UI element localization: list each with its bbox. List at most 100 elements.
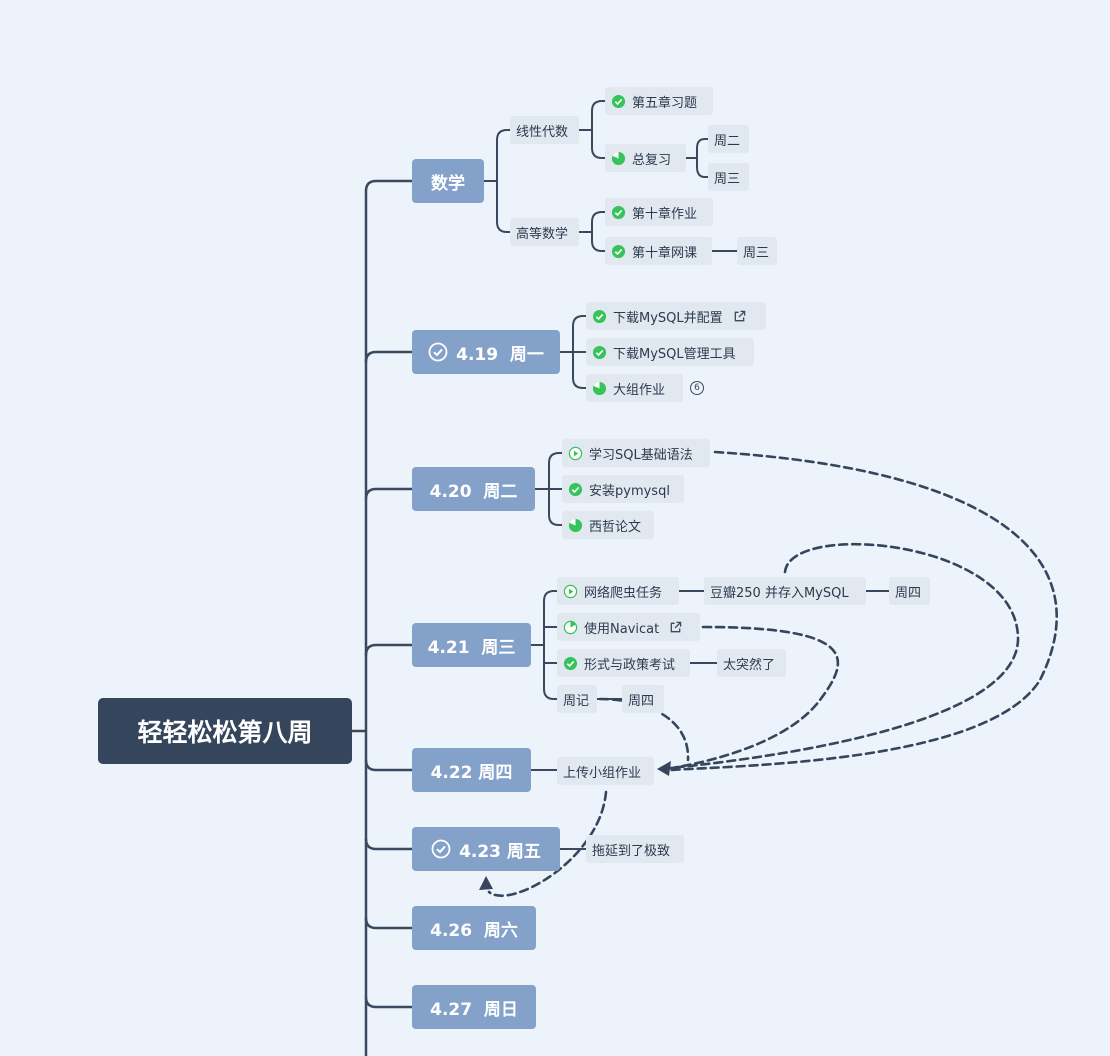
external-link-icon[interactable] xyxy=(669,621,682,634)
subtopic-navicat[interactable]: 使用Navicat xyxy=(557,613,700,641)
branch-fri xyxy=(364,837,414,851)
relation-douban-to-upload xyxy=(668,542,1020,770)
relation-weekly-to-upload xyxy=(598,697,690,762)
subtopic-so-sudden[interactable]: 太突然了 xyxy=(717,649,786,677)
branch-thu xyxy=(364,758,414,772)
subtopic-ch5-exercises[interactable]: 第五章习题 xyxy=(605,87,713,115)
subtopic-upload-group-homework[interactable]: 上传小组作业 xyxy=(557,757,654,785)
check-circle-icon xyxy=(611,205,626,220)
subtopic-procrastination[interactable]: 拖延到了极致 xyxy=(586,835,684,863)
topic-mon[interactable]: 4.19 周一 xyxy=(412,330,560,374)
subtopic-linear-algebra[interactable]: 线性代数 xyxy=(510,116,579,144)
relation-sql-to-upload xyxy=(668,450,1058,772)
subtopic-count-badge[interactable]: 6 xyxy=(690,381,704,395)
subtopic-label: 高等数学 xyxy=(516,226,569,242)
check-circle-icon xyxy=(568,482,583,497)
subtopic-label: 周记 xyxy=(563,693,590,709)
external-link-icon[interactable] xyxy=(733,310,746,323)
branch-mon xyxy=(364,350,414,364)
check-circle-icon xyxy=(563,656,578,671)
trunk-line xyxy=(349,179,414,1056)
branch-sat xyxy=(364,916,414,930)
subtopic-label: 形式与政策考试 xyxy=(584,657,676,673)
subtopic-label: 西哲论文 xyxy=(589,519,642,535)
subtopic-label: 大组作业 xyxy=(613,382,666,398)
branch-wed xyxy=(364,643,414,657)
check-circle-icon xyxy=(611,94,626,109)
subtopic-download-mysql[interactable]: 下载MySQL并配置 xyxy=(586,302,766,330)
subtopic-label: 周四 xyxy=(895,585,922,601)
topic-tue[interactable]: 4.20 周二 xyxy=(412,467,535,511)
topic-sat-label: 4.26 周六 xyxy=(430,920,518,941)
subtopic-label: 周二 xyxy=(714,133,741,149)
subtopic-philosophy-paper[interactable]: 西哲论文 xyxy=(562,511,654,539)
pie-progress-icon xyxy=(611,151,626,166)
subtopic-label: 周三 xyxy=(743,245,770,261)
subtopic-review[interactable]: 总复习 xyxy=(605,144,686,172)
check-circle-icon xyxy=(592,345,607,360)
subtopic-douban[interactable]: 豆瓣250 并存入MySQL xyxy=(704,577,866,605)
subtopic-weekly-journal[interactable]: 周记 xyxy=(557,685,597,713)
play-circle-icon xyxy=(563,584,578,599)
root-topic[interactable]: 轻轻松松第八周 xyxy=(98,698,352,764)
topic-fri[interactable]: 4.23 周五 xyxy=(412,827,560,871)
subtopic-label: 周三 xyxy=(714,171,741,187)
topic-wed-label: 4.21 周三 xyxy=(427,637,516,658)
topic-thu-label: 4.22 周四 xyxy=(430,762,513,783)
subtopic-label: 第十章作业 xyxy=(632,206,698,222)
subtopic-label: 线性代数 xyxy=(516,124,569,140)
subtopic-label: 下载MySQL并配置 xyxy=(613,310,723,326)
relation-navicat-to-upload xyxy=(670,625,840,770)
check-circle-outline-icon xyxy=(428,342,448,362)
arrowhead-fri xyxy=(479,876,493,890)
subtopic-label: 使用Navicat xyxy=(584,621,660,637)
subtopic-label: 上传小组作业 xyxy=(563,765,642,781)
subtopic-calc-wed[interactable]: 周三 xyxy=(737,237,777,265)
subtopic-ch10-online[interactable]: 第十章网课 xyxy=(605,237,712,265)
subtopic-ch10-homework[interactable]: 第十章作业 xyxy=(605,198,713,226)
check-circle-icon xyxy=(592,309,607,324)
check-circle-outline-icon xyxy=(431,839,451,859)
topic-math[interactable]: 数学 xyxy=(412,159,484,203)
subtopic-calculus[interactable]: 高等数学 xyxy=(510,218,579,246)
subtopic-label: 第十章网课 xyxy=(632,245,698,261)
subtopic-label: 太突然了 xyxy=(723,657,776,673)
relation-upload-to-fri xyxy=(487,790,608,897)
topic-sun[interactable]: 4.27 周日 xyxy=(412,985,536,1029)
subtopic-sql-basics[interactable]: 学习SQL基础语法 xyxy=(562,439,710,467)
subtopic-label: 学习SQL基础语法 xyxy=(589,447,693,463)
subtopic-douban-day[interactable]: 周四 xyxy=(889,577,930,605)
topic-thu[interactable]: 4.22 周四 xyxy=(412,748,531,792)
subtopic-web-crawler[interactable]: 网络爬虫任务 xyxy=(557,577,679,605)
subtopic-label: 豆瓣250 并存入MySQL xyxy=(710,585,849,601)
subtopic-pymysql[interactable]: 安装pymysql xyxy=(562,475,684,503)
subtopic-weekly-day[interactable]: 周四 xyxy=(622,685,664,713)
check-circle-icon xyxy=(611,244,626,259)
arrowhead-upload xyxy=(657,761,671,776)
topic-mon-label: 4.19 周一 xyxy=(456,344,544,365)
pie-progress-icon xyxy=(563,620,578,635)
subtopic-label: 周四 xyxy=(628,693,655,709)
topic-fri-label: 4.23 周五 xyxy=(459,841,541,862)
topic-wed[interactable]: 4.21 周三 xyxy=(412,623,531,667)
subtopic-label: 总复习 xyxy=(632,152,672,168)
subtopic-group-homework[interactable]: 大组作业 xyxy=(586,374,683,402)
subtopic-mysql-tool[interactable]: 下载MySQL管理工具 xyxy=(586,338,754,366)
subtopic-label: 网络爬虫任务 xyxy=(584,585,663,601)
subtopic-label: 第五章习题 xyxy=(632,95,698,111)
subtopic-wed[interactable]: 周三 xyxy=(708,163,749,191)
topic-sat[interactable]: 4.26 周六 xyxy=(412,906,536,950)
subtopic-label: 下载MySQL管理工具 xyxy=(613,346,736,362)
play-circle-icon xyxy=(568,446,583,461)
branch-sun xyxy=(364,995,414,1009)
pie-progress-icon xyxy=(568,518,583,533)
subtopic-label: 拖延到了极致 xyxy=(592,843,671,859)
subtopic-politics-exam[interactable]: 形式与政策考试 xyxy=(557,649,690,677)
topic-sun-label: 4.27 周日 xyxy=(430,999,518,1020)
root-topic-label: 轻轻松松第八周 xyxy=(137,718,313,747)
subtopic-tue[interactable]: 周二 xyxy=(708,125,749,153)
subtopic-label: 安装pymysql xyxy=(589,483,670,499)
pie-progress-icon xyxy=(592,381,607,396)
topic-math-label: 数学 xyxy=(431,173,465,194)
